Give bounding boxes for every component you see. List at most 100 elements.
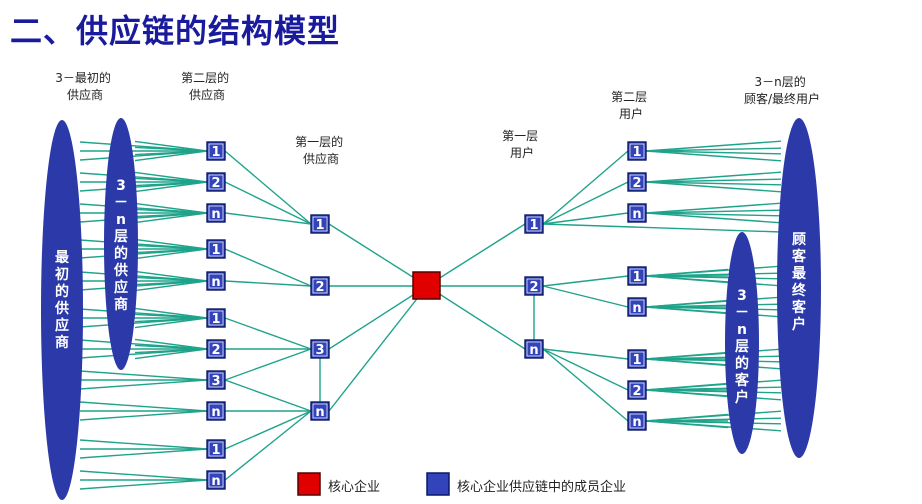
supplier-fan-line <box>134 238 208 250</box>
supplier-fan-line <box>79 280 208 291</box>
node-box-inner <box>208 273 224 289</box>
header-tier3-suppliers: 3－最初的 供应商 <box>55 70 114 102</box>
user-link-line <box>542 348 629 391</box>
node-box <box>524 339 544 359</box>
supplier-link-line <box>224 280 312 287</box>
header-tier1-suppliers: 第一层的 供应商 <box>295 134 347 166</box>
supplier-fan-line <box>79 308 208 319</box>
supplier-fan-line <box>79 212 208 223</box>
customer-fan-line <box>645 209 782 214</box>
supplier-fan-line <box>134 270 208 282</box>
node-box <box>627 203 647 223</box>
node-box-inner <box>312 216 328 232</box>
node-box <box>206 172 226 192</box>
node-label: 3 <box>315 343 324 358</box>
supplier-link-line <box>224 379 312 412</box>
user-link-line <box>542 348 629 422</box>
supplier-fan-line <box>79 370 208 381</box>
customer-fan-line <box>645 202 782 214</box>
node-box-inner <box>208 341 224 357</box>
customer-fan-line <box>645 382 729 391</box>
node-t2s-10: n <box>206 470 226 490</box>
user-link-line <box>542 275 629 287</box>
supplier-fan-line <box>134 202 208 214</box>
node-label: 2 <box>632 176 641 191</box>
supplier-fan-line <box>134 140 208 152</box>
node-box <box>206 470 226 490</box>
supplier-fan-line <box>79 339 208 350</box>
node-box <box>206 308 226 328</box>
supplier-link-line <box>224 348 312 381</box>
supplier-link-line <box>224 248 312 287</box>
node-t2s-2: n <box>206 203 226 223</box>
header-tier1-users: 第一层 用户 <box>502 129 542 160</box>
node-box-inner <box>629 143 645 159</box>
node-t2u-4: n <box>627 297 647 317</box>
core-link-line <box>328 285 428 412</box>
core-link-line <box>426 285 526 350</box>
node-t2s-8: n <box>206 401 226 421</box>
supplier-fan-line <box>134 348 208 360</box>
node-label: 1 <box>632 353 641 368</box>
node-box-inner <box>629 413 645 429</box>
node-label: n <box>315 405 324 420</box>
node-label: 1 <box>211 243 220 258</box>
customer-fan-line <box>645 268 729 277</box>
node-label: 1 <box>315 218 324 233</box>
supplier-link-line <box>224 317 312 350</box>
node-t2u-2: n <box>627 203 647 223</box>
supplier-link-line <box>224 150 312 225</box>
node-box-inner <box>208 310 224 326</box>
node-box <box>206 271 226 291</box>
node-box-inner <box>629 382 645 398</box>
supplier-fan-line <box>134 248 208 260</box>
customer-fan-line <box>542 223 782 233</box>
node-t2u-6: 2 <box>627 380 647 400</box>
node-box-inner <box>629 351 645 367</box>
node-t2u-7: n <box>627 411 647 431</box>
user-link-line <box>542 150 629 225</box>
node-box <box>627 380 647 400</box>
node-t2s-5: 1 <box>206 308 226 328</box>
node-label: 2 <box>529 280 538 295</box>
customer-fan-line <box>645 147 782 152</box>
supplier-fan-line <box>79 470 208 481</box>
node-t1s-0: 1 <box>310 214 330 234</box>
node-t1u-0: 1 <box>524 214 544 234</box>
node-box-inner <box>208 403 224 419</box>
node-box-inner <box>208 441 224 457</box>
customer-fan-line <box>645 181 782 193</box>
supplier-fan-line <box>79 317 208 328</box>
node-box-inner <box>629 299 645 315</box>
legend-member-swatch <box>426 472 450 496</box>
node-box-inner <box>312 278 328 294</box>
customer-fan-line <box>645 389 729 398</box>
supplier-fan-line <box>79 448 208 459</box>
node-t1s-3: n <box>310 401 330 421</box>
node-label: 1 <box>632 145 641 160</box>
customer-fan-line <box>645 212 782 224</box>
node-box <box>627 172 647 192</box>
node-t2s-3: 1 <box>206 239 226 259</box>
node-label: n <box>211 474 220 489</box>
customer-fan-line <box>645 150 782 162</box>
customer-fan-line <box>645 420 729 429</box>
node-box <box>206 439 226 459</box>
node-box-inner <box>208 205 224 221</box>
node-label: 1 <box>632 270 641 285</box>
supplier-fan-line <box>79 172 208 183</box>
node-t1s-1: 2 <box>310 276 330 296</box>
node-box <box>627 266 647 286</box>
node-box-inner <box>526 278 542 294</box>
node-box <box>627 349 647 369</box>
node-box-inner <box>629 268 645 284</box>
supplier-fan-line <box>79 348 208 359</box>
header-tier3-users: 3－n层的 顾客/最终用户 <box>744 74 820 106</box>
node-box-inner <box>629 205 645 221</box>
node-box-inner <box>208 372 224 388</box>
supplier-fan-line <box>79 479 208 490</box>
